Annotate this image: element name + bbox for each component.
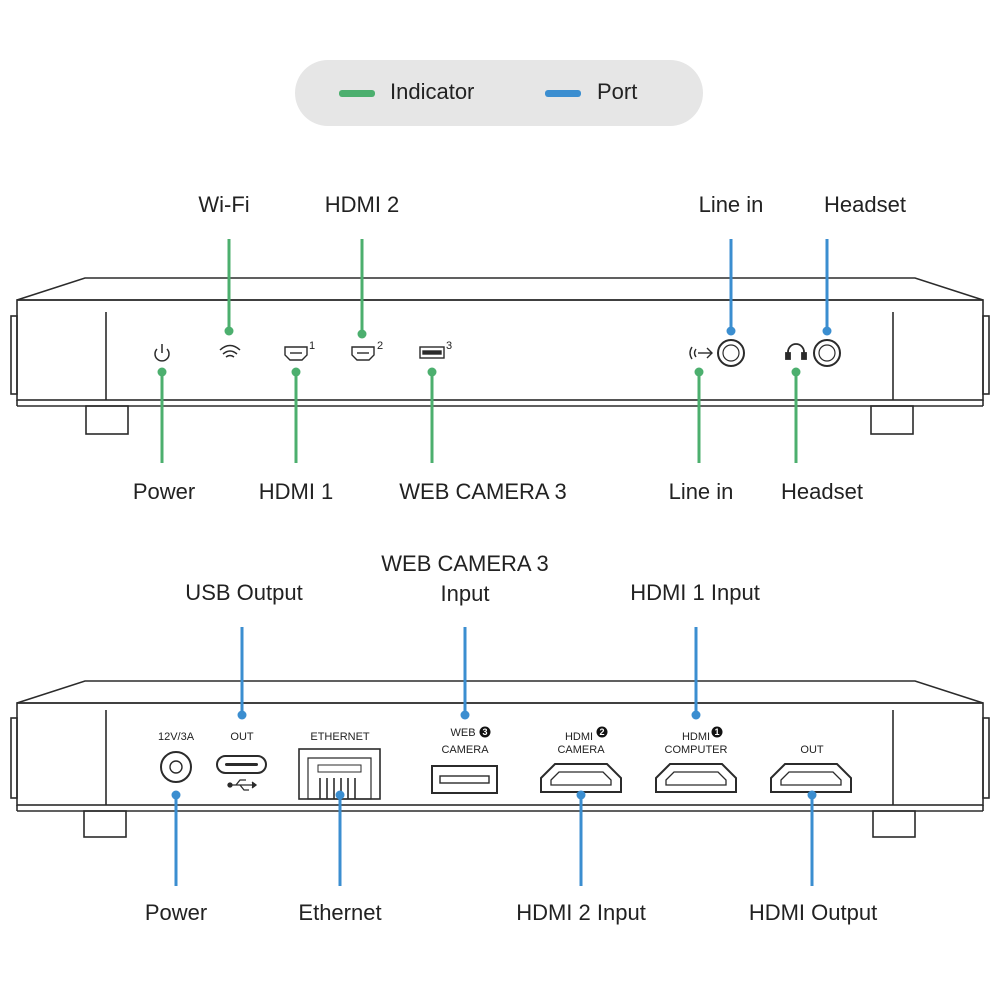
dc-power-jack <box>160 751 192 783</box>
hdmi1-computer-port <box>655 763 737 793</box>
label-power-port: Power <box>144 900 208 925</box>
usb-symbol-icon <box>227 779 258 791</box>
label-power-indicator: Power <box>132 479 196 504</box>
webcam-usb-port <box>431 765 498 794</box>
label-line-in-indicator: Line in <box>668 479 734 504</box>
badge-hdmi2-circle <box>596 726 608 738</box>
front-panel <box>10 277 990 435</box>
label-line-in-port: Line in <box>698 192 764 217</box>
label-hdmi2: HDMI 2 <box>324 192 400 217</box>
hdmi1-icon <box>284 346 308 361</box>
wifi-icon <box>219 344 241 358</box>
panel-text-ethernet: ETHERNET <box>310 731 370 743</box>
label-webcam3-input-line1: WEB CAMERA 3 <box>381 551 549 576</box>
panel-text-usb-out: OUT <box>230 731 254 743</box>
label-hdmi1-input: HDMI 1 Input <box>630 580 760 605</box>
label-hdmi1: HDMI 1 <box>258 479 334 504</box>
front-leaders <box>157 239 832 463</box>
headset-icon <box>785 343 807 360</box>
label-hdmi2-input: HDMI 2 Input <box>516 900 646 925</box>
panel-text-hdmi1-line2: COMPUTER <box>664 744 728 756</box>
panel-text-hdmi-out: OUT <box>800 744 824 756</box>
hdmi2-number: 2 <box>377 340 384 352</box>
headset-jack <box>813 339 841 367</box>
hdmi2-camera-port <box>540 763 622 793</box>
webcam3-usb-icon <box>419 346 445 359</box>
panel-text-web-line2: CAMERA <box>441 744 489 756</box>
usb-c-port <box>216 755 267 774</box>
hdmi-out-port <box>770 763 852 793</box>
hdmi2-icon <box>351 346 375 361</box>
label-webcam3-input-line2: Input <box>440 581 490 606</box>
rear-panel <box>10 680 990 838</box>
rear-leaders <box>171 627 817 886</box>
panel-text-hdmi1-line1: HDMI <box>681 731 711 743</box>
badge-web-circle <box>479 726 491 738</box>
label-headset-indicator: Headset <box>781 479 863 504</box>
panel-text-hdmi2-line1: HDMI <box>564 731 594 743</box>
badge-hdmi2-number: 2 <box>599 727 605 737</box>
panel-text-web-line1: WEB <box>450 727 476 739</box>
port-legend-label: Port <box>597 79 638 104</box>
label-headset-port: Headset <box>824 192 906 217</box>
label-ethernet: Ethernet <box>298 900 382 925</box>
indicator-legend-label: Indicator <box>390 79 475 104</box>
badge-web-number: 3 <box>482 727 488 737</box>
badge-hdmi1-number: 1 <box>714 727 720 737</box>
label-wifi: Wi-Fi <box>198 192 250 217</box>
badge-hdmi1-circle <box>711 726 723 738</box>
panel-text-power: 12V/3A <box>157 731 195 743</box>
webcam3-number: 3 <box>446 340 453 352</box>
power-icon <box>154 344 170 362</box>
hdmi1-number: 1 <box>309 340 316 352</box>
line-in-icon <box>689 346 713 360</box>
port-swatch <box>545 90 581 97</box>
panel-text-hdmi2-line2: CAMERA <box>557 744 605 756</box>
indicator-swatch <box>339 90 375 97</box>
line-in-jack <box>717 339 745 367</box>
label-hdmi-output: HDMI Output <box>748 900 878 925</box>
label-webcam3: WEB CAMERA 3 <box>399 479 567 504</box>
label-usb-output: USB Output <box>185 580 303 605</box>
legend: Indicator Port <box>295 60 703 126</box>
